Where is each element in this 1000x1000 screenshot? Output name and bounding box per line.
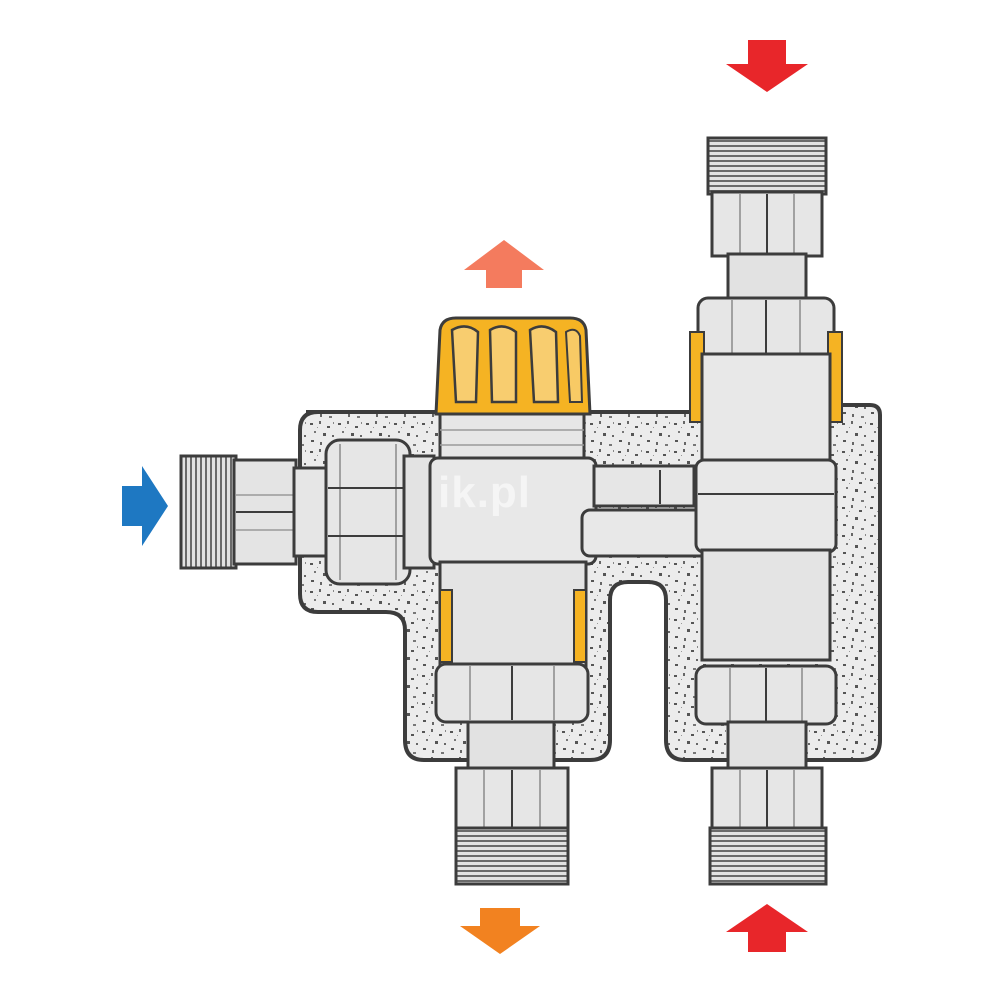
cold-inlet-arrow: [122, 466, 168, 546]
thermostatic-mixing-valve: [428, 316, 598, 886]
hot-bottom-arrow: [726, 904, 808, 952]
mixed-outlet-bottom-arrow: [460, 908, 540, 954]
mixed-outlet-top-arrow: [464, 240, 544, 288]
hot-top-arrow: [726, 40, 808, 92]
adjustment-knob: [434, 316, 592, 416]
bypass-pipe: [580, 464, 718, 558]
watermark: ik.pl: [438, 468, 532, 517]
hot-water-valve: [689, 136, 843, 886]
cold-inlet-fitting: [179, 438, 436, 586]
